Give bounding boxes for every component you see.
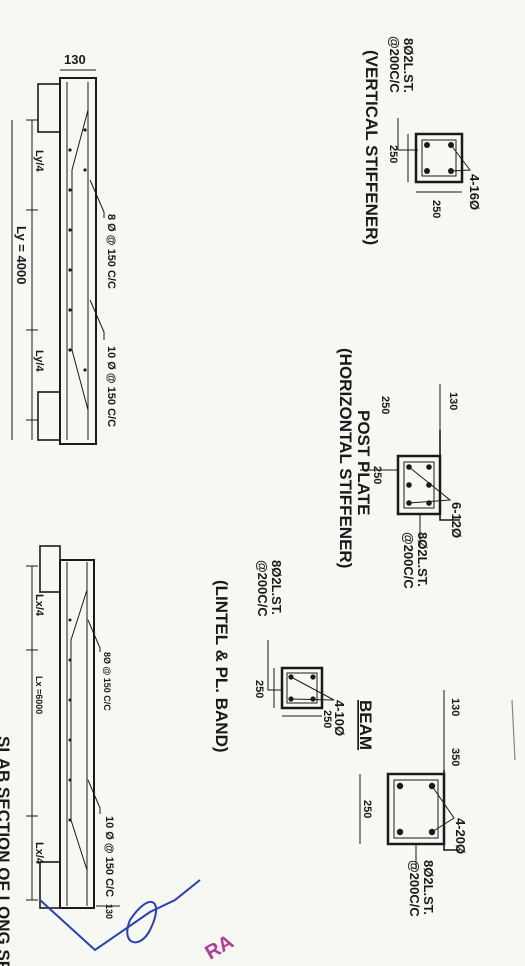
slab1-dist-bars	[68, 128, 87, 372]
beam-bars	[396, 782, 436, 836]
slab-section-long-span: 8Ø @ 150 C/C 10 Ø @ 150 C/C 130 Lx/4 Lx …	[0, 545, 120, 966]
slab1-support-top	[37, 83, 61, 133]
beam-detail: 130 350 4-20Ø 250 8Ø2L.ST. @200C/C BEAM	[356, 690, 468, 917]
post-plate-stirrup-line	[403, 461, 435, 509]
lintel-band-dim-b: 250	[321, 710, 333, 728]
post-plate-section	[396, 454, 442, 516]
beam-title: BEAM	[356, 700, 375, 750]
post-plate-dim-width: 250	[371, 466, 383, 484]
post-plate-spacing: @200C/C	[401, 532, 416, 589]
lintel-band-detail: 8Ø2L.ST. @200C/C (LINTEL & PL. BAND) 4-1…	[212, 560, 347, 753]
post-plate-main-bars: 6-12Ø	[449, 502, 464, 538]
signature-loop	[126, 900, 158, 944]
slab1-span: Ly = 4000	[14, 226, 29, 284]
vertical-stiffener-bars	[424, 142, 454, 174]
lintel-band-main-bars: 4-10Ø	[332, 700, 347, 736]
slab2-thickness: 130	[104, 904, 114, 919]
slab2-support-bottom	[39, 861, 61, 909]
lintel-band-dim-a: 250	[253, 680, 265, 698]
signature-stamp: RA	[39, 879, 238, 964]
slab2-span: Lx =6000	[34, 676, 44, 714]
beam-stirrup: 8Ø2L.ST.	[421, 860, 436, 915]
lintel-band-spacing: @200C/C	[255, 560, 270, 617]
slab2-bars-2: 10 Ø @ 150 C/C	[103, 816, 115, 897]
slab1-leader-2	[89, 299, 105, 340]
beam-main-bars: 4-20Ø	[453, 818, 468, 854]
vertical-stiffener-detail: 8Ø2L.ST. @200C/C (VERTICAL STIFFENER) 4-…	[362, 36, 482, 245]
slab2-support-top	[39, 545, 61, 593]
lintel-band-bar-leader	[290, 676, 335, 701]
slab2-leader-2	[87, 779, 101, 814]
slab2-bent-up-bar	[70, 589, 88, 871]
post-plate-bars	[406, 464, 432, 506]
beam-dim-width: 250	[361, 800, 373, 818]
vertical-stiffener-main-bars: 4-16Ø	[467, 174, 482, 210]
beam-spacing: @200C/C	[407, 860, 422, 917]
slab2-quarter-2: Lx/4	[33, 842, 45, 865]
slab1-bars-1: 8 Ø @ 150 C/C	[105, 214, 117, 289]
slab1-thickness: 130	[64, 52, 86, 67]
vertical-stiffener-stirrup: 8Ø2L.ST.	[401, 38, 416, 93]
post-plate-detail: 130 250 6-12Ø 250 8Ø2L.ST. @200C/C POST …	[336, 348, 464, 589]
slab1-support-bottom	[37, 391, 61, 441]
stray-mark	[511, 699, 516, 761]
vertical-stiffener-bar-leader	[450, 144, 471, 172]
slab1-bent-up-bar	[71, 109, 89, 411]
beam-bar-leader	[431, 785, 455, 833]
vertical-stiffener-spacing: @200C/C	[387, 36, 402, 93]
slab2-caption: SLAB SECTION OF LONG SPAN	[0, 736, 13, 966]
post-plate-dim-depth: 250	[379, 396, 391, 414]
slab1-bars-2: 10 Ø @ 150 C/C	[105, 346, 117, 427]
stamp-text: RA	[202, 931, 238, 964]
vertical-stiffener-stirrup-line	[421, 139, 457, 177]
slab2-quarter-1: Lx/4	[33, 594, 45, 617]
beam-dim-depth: 350	[449, 748, 461, 766]
signature-stroke	[39, 879, 201, 952]
post-plate-title: POST PLATE	[354, 410, 373, 515]
vertical-stiffener-dim-b: 250	[430, 200, 442, 218]
lintel-band-stirrup: 8Ø2L.ST.	[269, 560, 284, 615]
slab1-quarter-2: Ly/4	[33, 350, 45, 372]
lintel-band-leader	[267, 640, 282, 691]
post-plate-stirrup: 8Ø2L.ST.	[415, 532, 430, 587]
slab1-leader-1	[89, 179, 105, 218]
post-plate-dim-top: 130	[447, 392, 459, 410]
slab2-body	[59, 559, 95, 909]
vertical-stiffener-leader	[397, 118, 418, 151]
vertical-stiffener-section	[414, 132, 464, 184]
beam-section	[386, 772, 446, 846]
slab1-quarter-1: Ly/4	[33, 150, 45, 172]
post-plate-subtitle: (HORIZONTAL STIFFENER)	[336, 348, 355, 568]
slab-section-short-span: 130 8 Ø @ 150 C/C 10 Ø @ 150 C/C Ly/4 Ly…	[11, 52, 117, 445]
slab2-bars-1: 8Ø @ 150 C/C	[102, 652, 112, 711]
lintel-band-section	[280, 666, 324, 710]
vertical-stiffener-dim-a: 250	[387, 145, 399, 163]
slab1-body	[59, 77, 97, 445]
lintel-band-title: (LINTEL & PL. BAND)	[212, 580, 231, 753]
beam-dim-top: 130	[449, 698, 461, 716]
slab2-leader-1	[87, 619, 101, 652]
slab2-dist-bars	[68, 618, 72, 822]
post-plate-bar-leader	[408, 466, 452, 504]
vertical-stiffener-title: (VERTICAL STIFFENER)	[362, 50, 381, 245]
